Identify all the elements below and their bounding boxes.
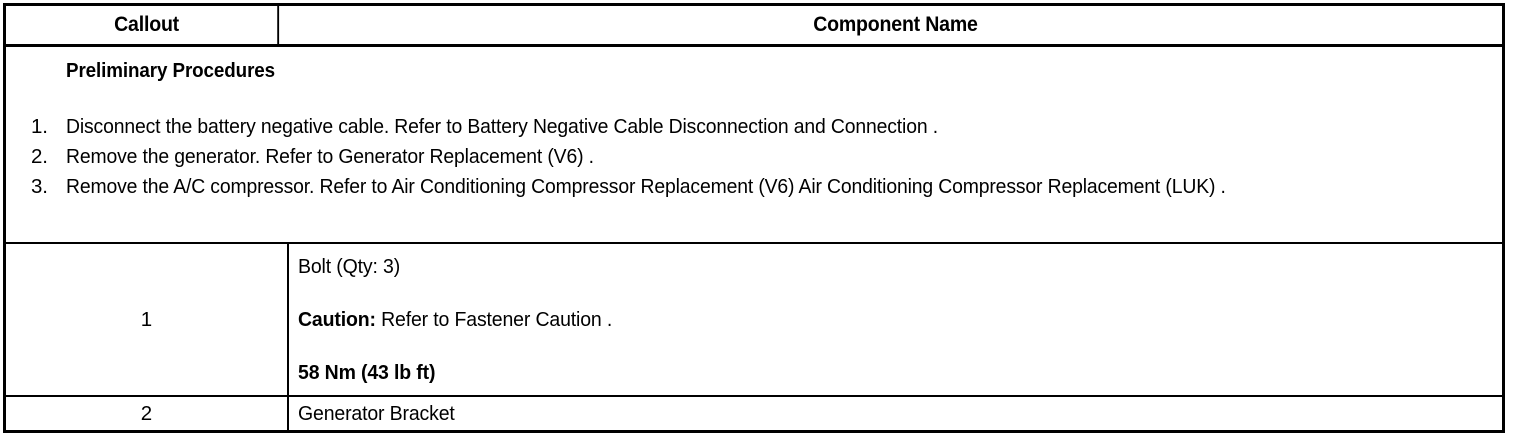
- column-header-callout: Callout: [16, 6, 280, 44]
- caution-text: Refer to Fastener Caution .: [375, 307, 613, 331]
- column-header-component-name-label: Component Name: [813, 13, 978, 36]
- preliminary-steps-list: 1. Disconnect the battery negative cable…: [6, 112, 1502, 202]
- component-torque-spec: 58 Nm (43 lb ft): [298, 360, 436, 384]
- step-text: Remove the A/C compressor. Refer to Air …: [66, 175, 1226, 198]
- step-number: 3.: [31, 175, 48, 198]
- component-part-name: Generator Bracket: [298, 401, 455, 425]
- preliminary-step-2: 2. Remove the generator. Refer to Genera…: [6, 142, 1502, 172]
- step-text: Disconnect the battery negative cable. R…: [66, 115, 938, 138]
- component-description: Bolt (Qty: 3) Caution: Refer to Fastener…: [289, 244, 1502, 395]
- step-text: Remove the generator. Refer to Generator…: [66, 145, 594, 168]
- table-header-row: Callout Component Name: [6, 6, 1502, 47]
- component-caution-note: Caution: Refer to Fastener Caution .: [298, 307, 1501, 333]
- callout-number: 1: [6, 244, 289, 395]
- component-part-name: Bolt (Qty: 3): [298, 254, 401, 278]
- step-number: 1.: [31, 115, 48, 138]
- caution-label: Caution:: [298, 307, 376, 331]
- preliminary-step-1: 1. Disconnect the battery negative cable…: [6, 112, 1502, 142]
- preliminary-procedures-content: Preliminary Procedures 1. Disconnect the…: [6, 47, 1502, 202]
- component-callout-table: Callout Component Name Preliminary Proce…: [3, 3, 1505, 433]
- callout-number: 2: [6, 397, 289, 430]
- column-header-component-name: Component Name: [289, 6, 1502, 44]
- preliminary-procedures-row: Preliminary Procedures 1. Disconnect the…: [6, 47, 1502, 244]
- step-number: 2.: [31, 145, 48, 168]
- preliminary-procedures-title: Preliminary Procedures: [66, 60, 276, 82]
- table-row: 2 Generator Bracket: [6, 397, 1502, 430]
- preliminary-step-3: 3. Remove the A/C compressor. Refer to A…: [6, 172, 1502, 202]
- component-description: Generator Bracket: [289, 397, 1502, 430]
- table-row: 1 Bolt (Qty: 3) Caution: Refer to Fasten…: [6, 244, 1502, 397]
